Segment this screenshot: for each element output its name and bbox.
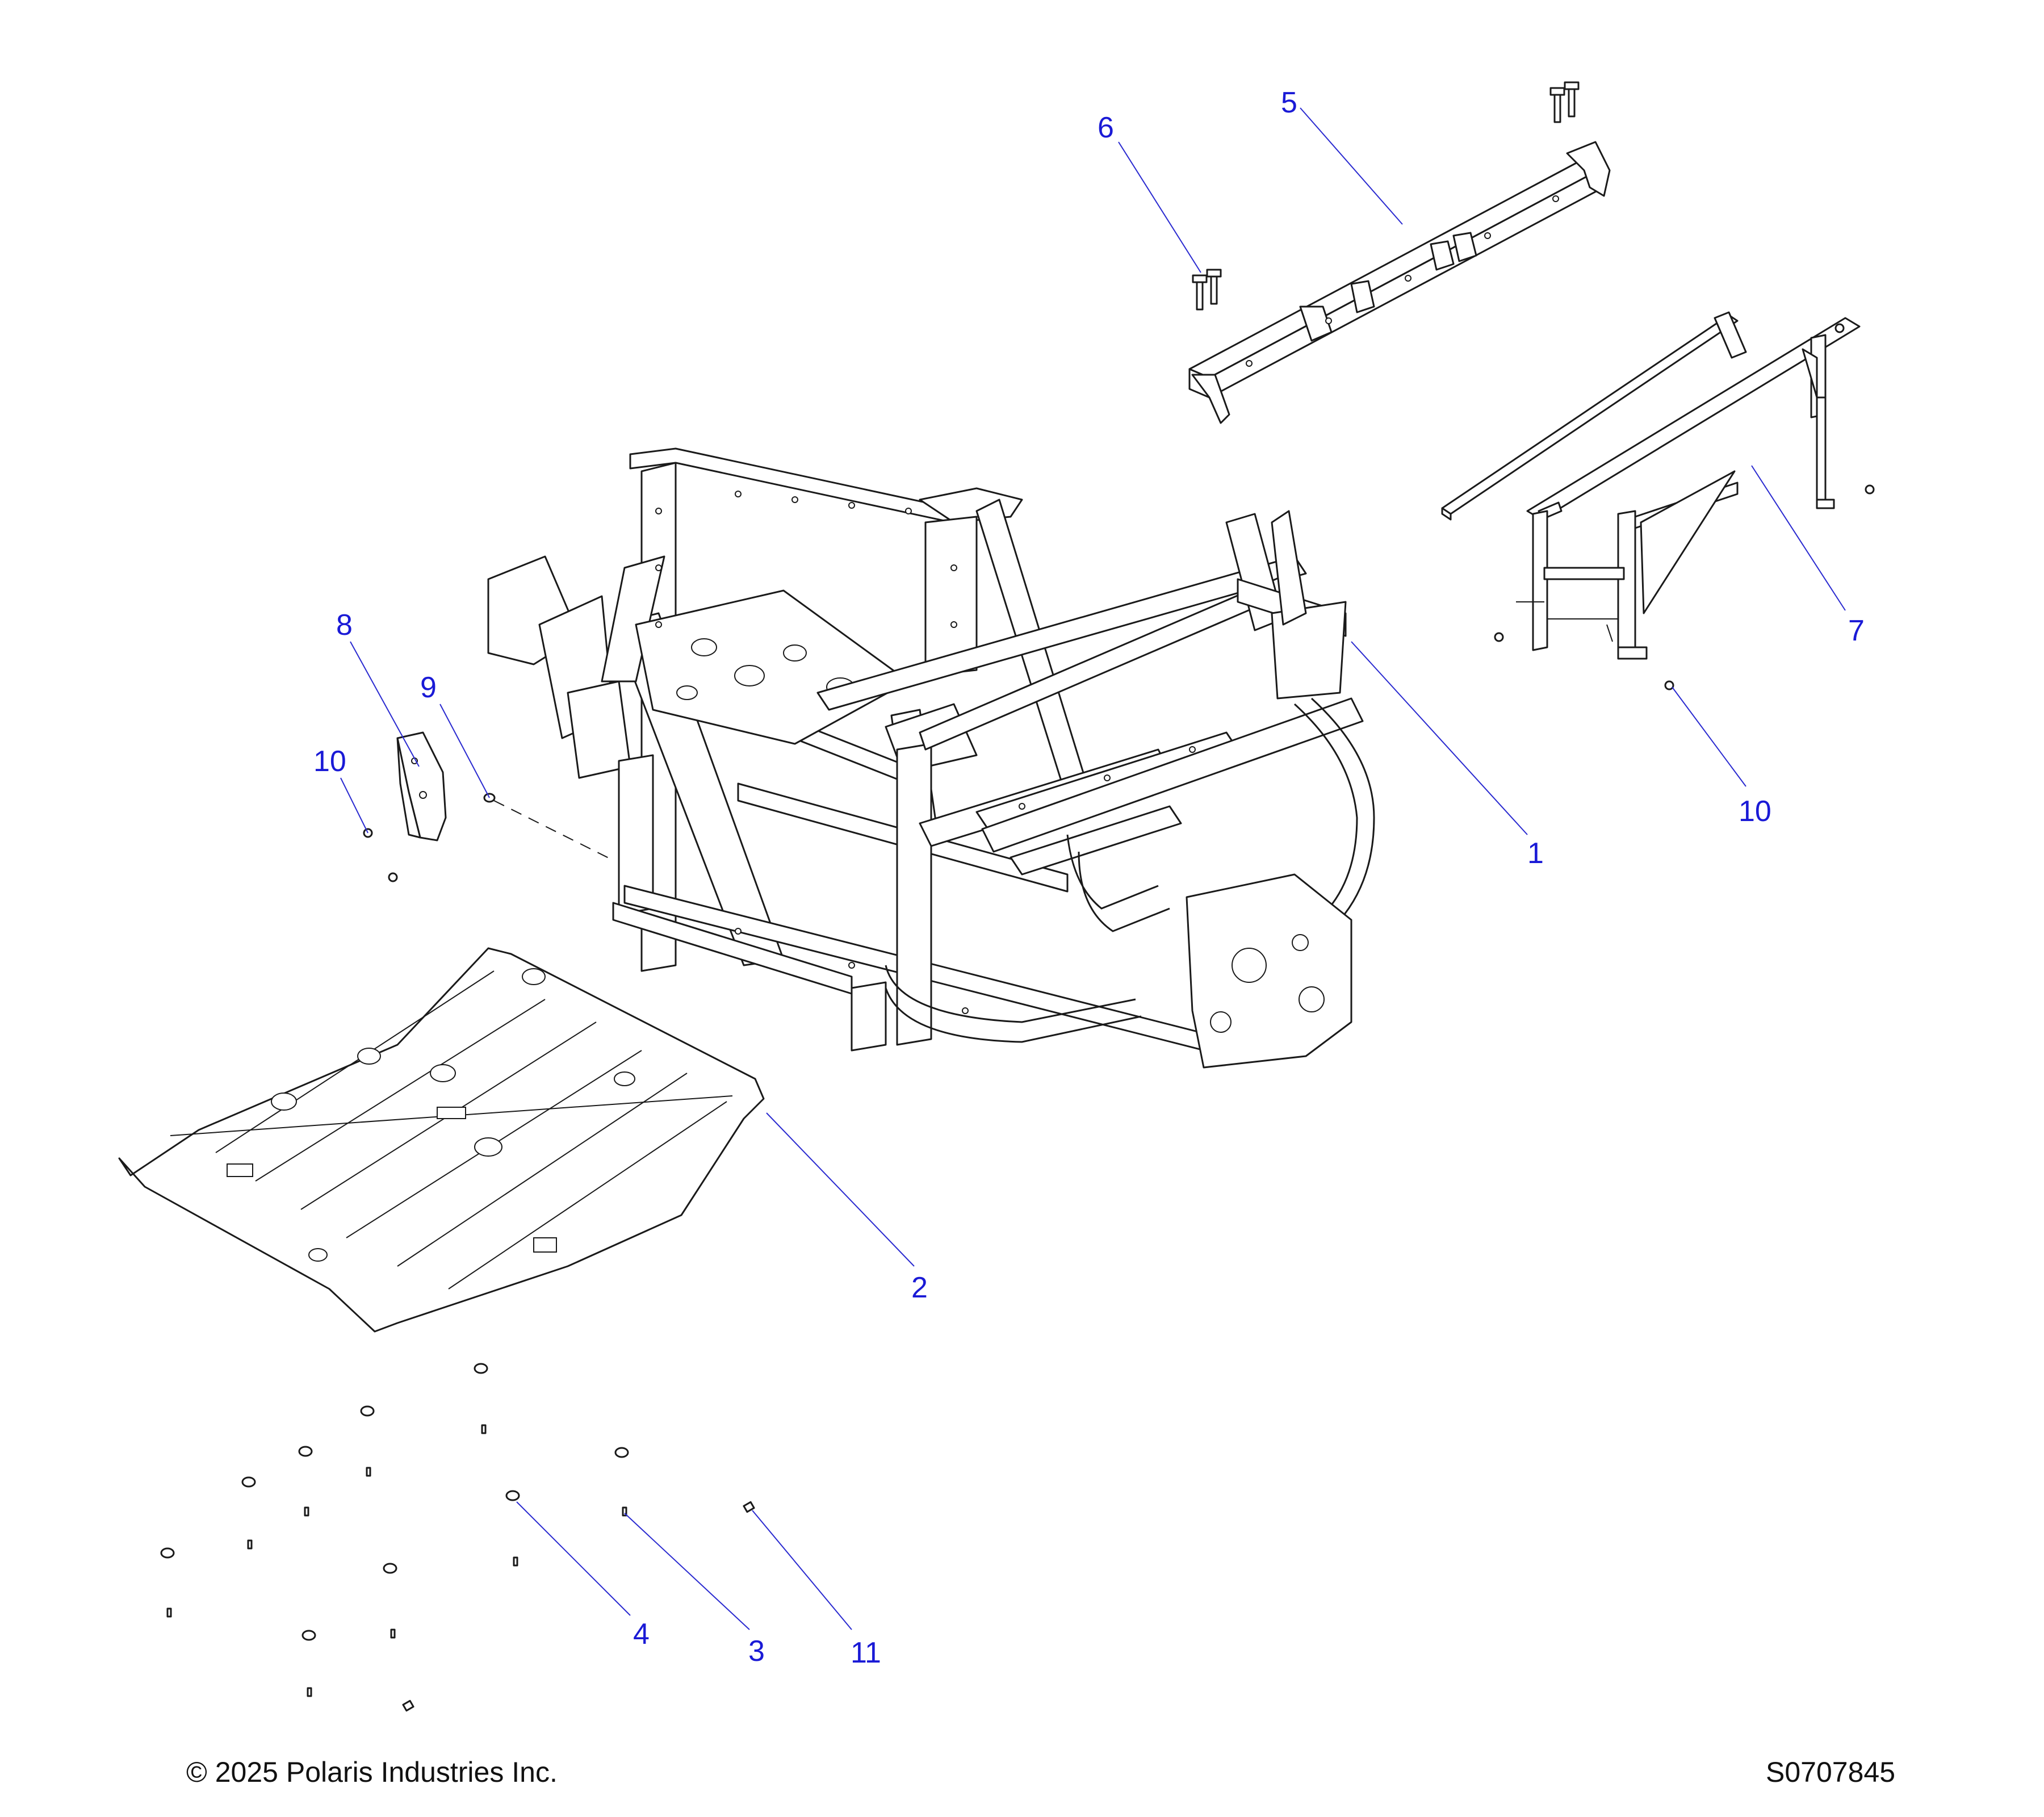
copyright-text: © 2025 Polaris Industries Inc. (186, 1756, 558, 1788)
fastener-part (402, 1501, 755, 1712)
leader-5 (1300, 107, 1403, 225)
rear-frame-part (1441, 311, 1861, 660)
bracket-part (396, 731, 447, 841)
clip-nut-part (160, 1363, 629, 1641)
screw-part (166, 1424, 627, 1697)
bolt-part (1192, 81, 1580, 311)
leader-6 (1118, 141, 1201, 273)
callout-cross-brace: 5 (1281, 86, 1297, 119)
leader-11 (752, 1510, 852, 1630)
callout-labels: 1 2 3 4 5 6 7 8 9 10 10 11 (313, 86, 1865, 1669)
skid-plate-part (118, 947, 765, 1333)
leader-9 (439, 704, 490, 798)
leader-4 (516, 1501, 631, 1616)
callout-plug: 9 (420, 671, 437, 704)
plug-axis-line (493, 800, 614, 861)
callout-skid-plate: 2 (911, 1271, 928, 1304)
callout-main-frame: 1 (1527, 837, 1544, 870)
callout-bolt: 6 (1098, 111, 1114, 144)
callout-nut-left: 10 (313, 745, 346, 778)
leader-1 (1351, 641, 1528, 835)
drawing-number: S0707845 (1766, 1756, 1896, 1788)
leader-10-right (1672, 686, 1746, 787)
leader-2 (766, 1112, 915, 1267)
leader-3 (624, 1513, 750, 1630)
callout-clip-nut: 4 (633, 1618, 650, 1651)
leader-7 (1751, 465, 1846, 611)
callout-fastener: 11 (851, 1636, 881, 1669)
callout-nut-right: 10 (1739, 795, 1771, 828)
callout-screw: 3 (748, 1635, 765, 1668)
leader-8 (350, 641, 420, 767)
main-frame-part (487, 447, 1375, 1069)
leader-lines (340, 107, 1846, 1630)
cross-brace-part (1188, 141, 1611, 424)
leader-10-left (340, 777, 368, 834)
callout-rear-frame: 7 (1848, 614, 1865, 647)
callout-bracket: 8 (336, 609, 353, 642)
